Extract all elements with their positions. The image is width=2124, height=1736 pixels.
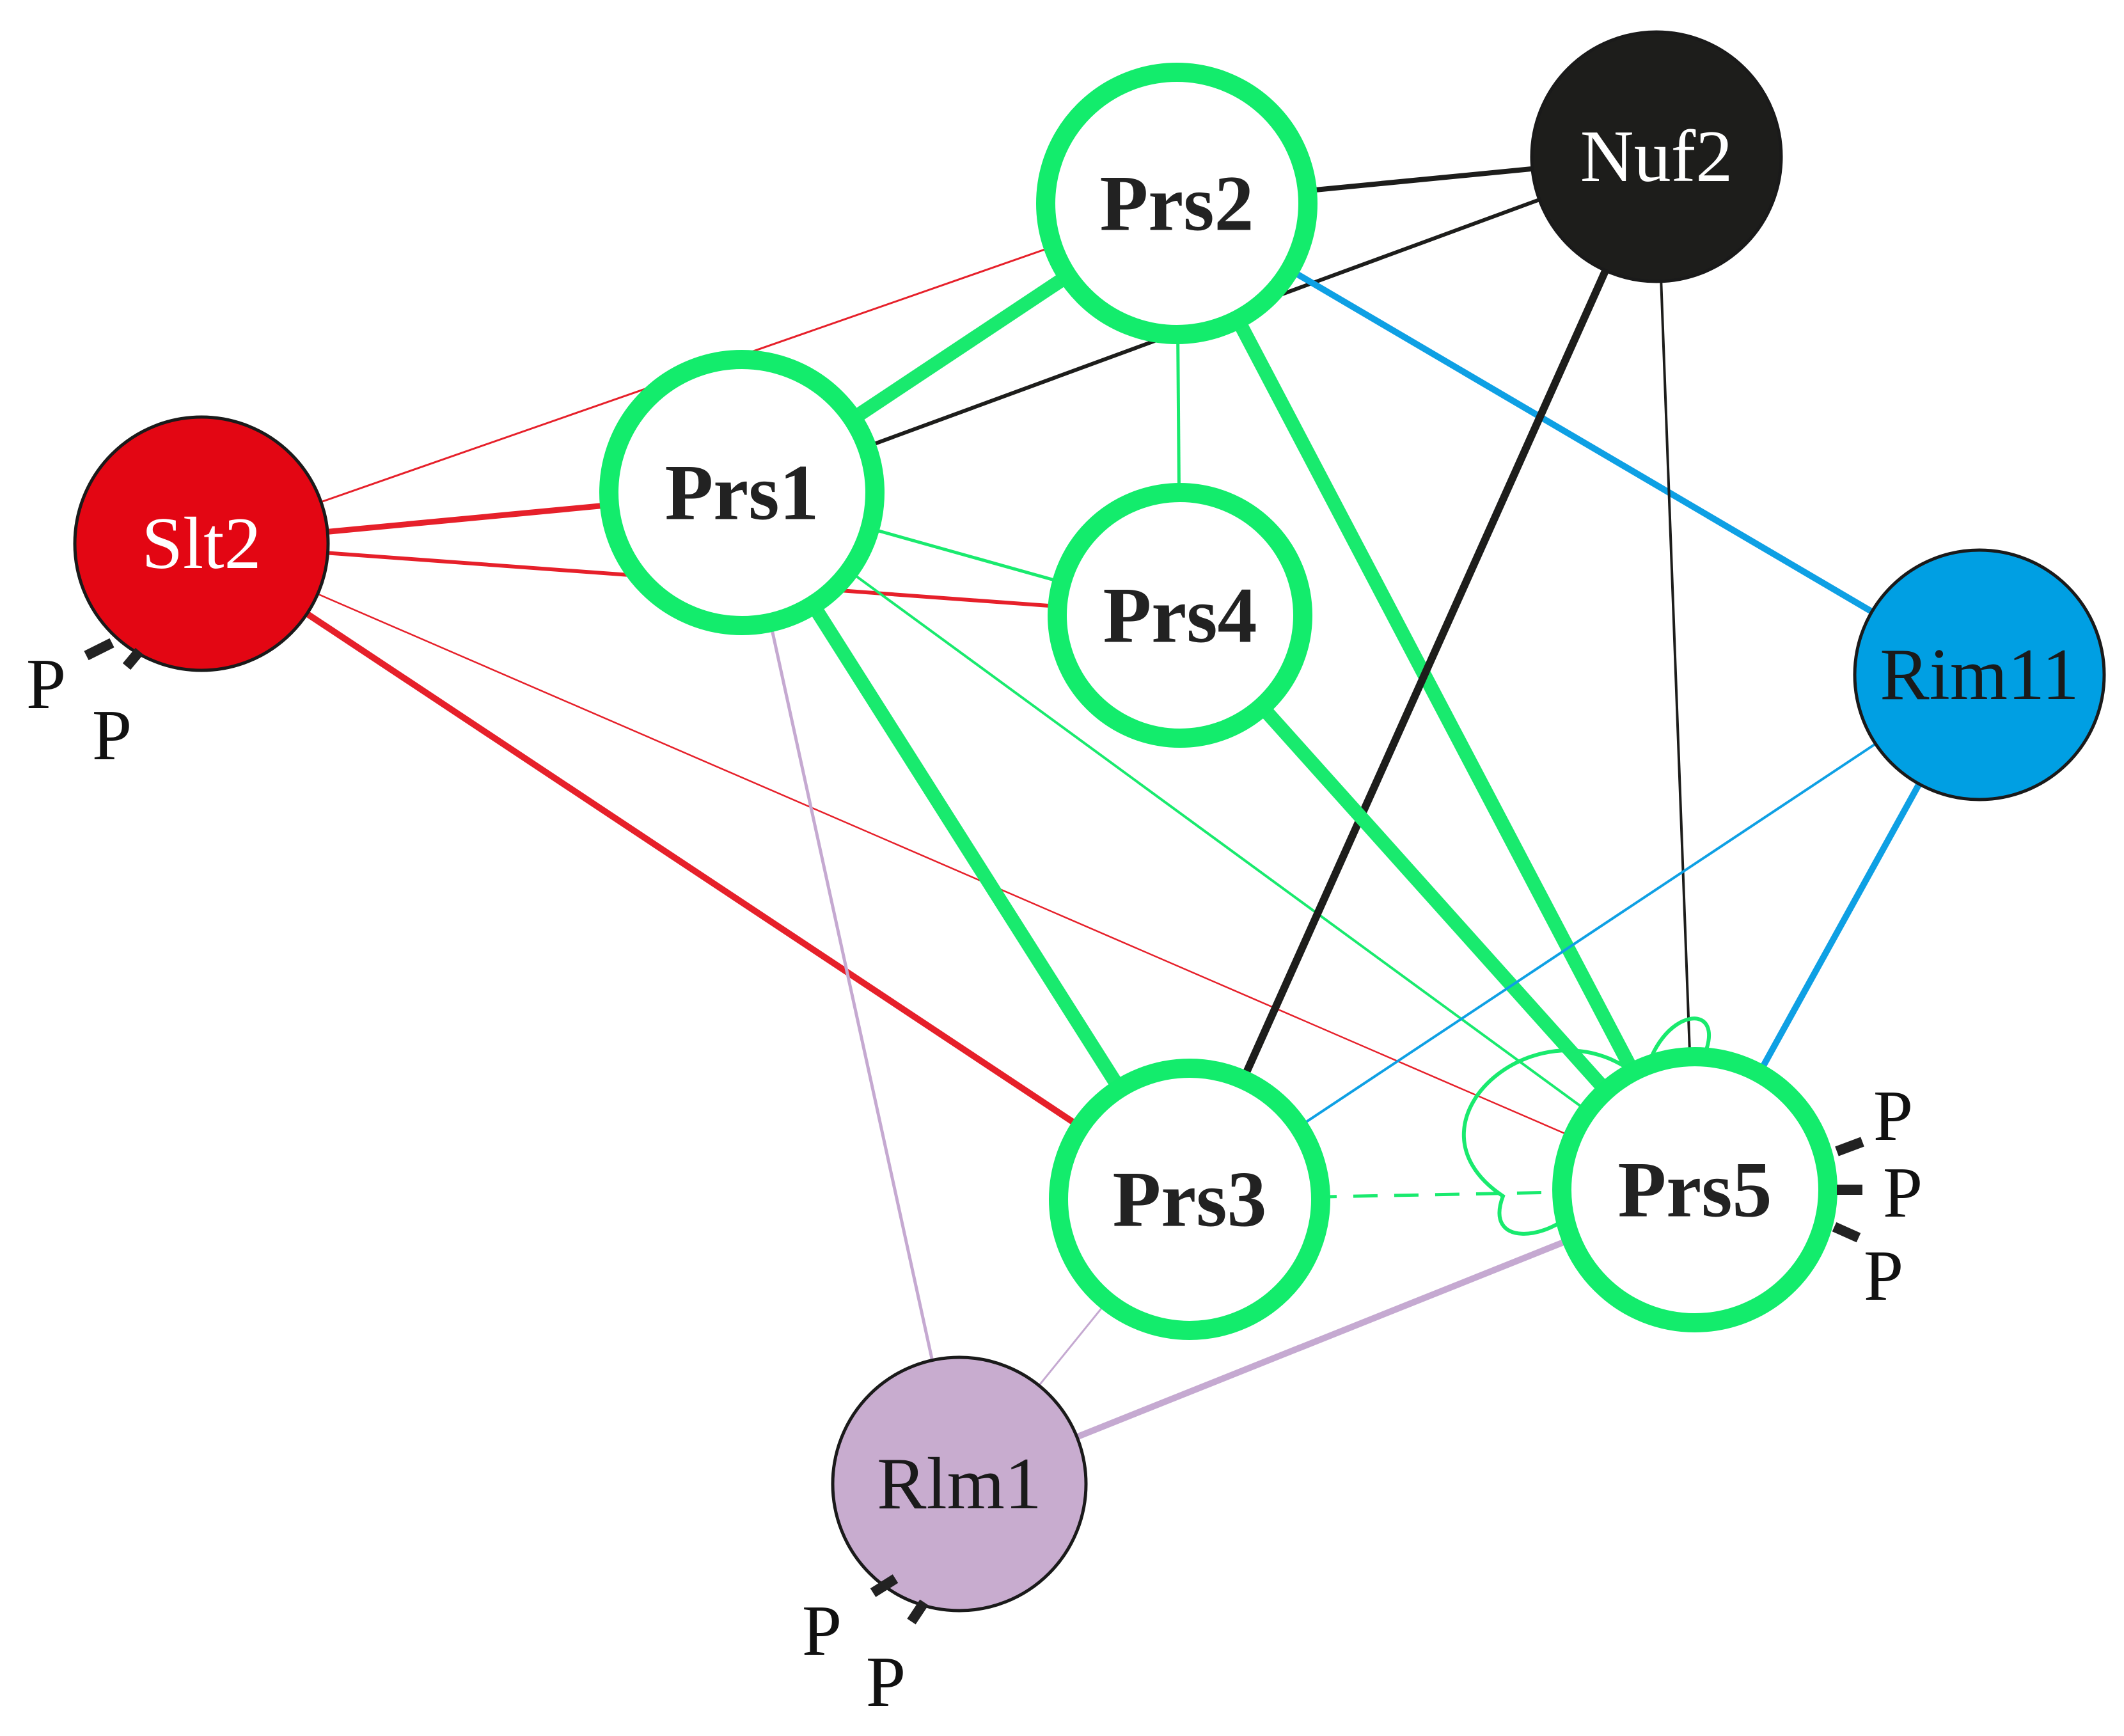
phospho-label: P [1883,1153,1923,1233]
phospho-rlm1-2: P [866,1599,929,1722]
node-rim11: Rim11 [1853,548,2106,801]
node-prs4: Prs4 [1048,483,1312,748]
edge-nuf2-prs3 [1186,155,1660,1201]
edge-rim11-prs3 [1188,674,1981,1201]
phospho-tick [1835,1137,1864,1156]
node-rlm1-circle [831,1355,1088,1613]
node-prs2-circle [1036,63,1318,344]
node-prs5-circle [1552,1047,1837,1332]
phospho-label: P [1864,1236,1903,1316]
node-prs3: Prs3 [1049,1059,1330,1340]
node-rlm1: Rlm1 [831,1355,1088,1613]
edge-prs5-prs5 [1461,1048,1652,1236]
phospho-rlm1-1: P [802,1574,899,1671]
phospho-slt2-1: P [26,638,114,724]
phospho-tick [122,647,144,670]
phospho-label: P [866,1643,906,1722]
node-prs4-label: Prs4 [1103,572,1257,659]
phospho-prs5-1: P [1835,1077,1913,1156]
phospho-slt2-2: P [92,647,144,775]
node-rim11-circle [1853,548,2106,801]
node-prs1-circle [599,350,885,635]
node-prs5: Prs5 [1552,1047,1837,1332]
phospho-label: P [92,696,132,775]
edge-prs2-rim11 [1175,200,1981,678]
phospho-prs5-3: P [1832,1222,1903,1316]
node-prs2: Prs2 [1036,63,1318,344]
phospho-tick [84,638,114,661]
node-rlm1-label: Rlm1 [877,1443,1042,1525]
edge-nuf2-prs5 [1655,156,1696,1190]
node-prs2-label: Prs2 [1099,160,1254,248]
edge-prs1-prs5 [741,491,1696,1191]
edge-prs1-rlm1 [740,492,961,1485]
edge-prs2-prs5 [1170,200,1701,1194]
node-slt2-circle [73,415,330,672]
node-rim11-label: Rim11 [1880,634,2079,716]
node-prs1: Prs1 [599,350,885,635]
node-prs3-circle [1049,1059,1330,1340]
phospho-label: P [1873,1077,1913,1156]
phospho-tick [870,1574,899,1597]
phospho-tick [907,1599,929,1625]
phospho-tick [1832,1222,1861,1243]
phospho-label: P [26,645,66,724]
node-slt2: Slt2 [73,415,330,672]
edge-slt2-prs3 [200,541,1192,1203]
node-prs1-label: Prs1 [665,449,819,537]
node-nuf2-label: Nuf2 [1580,116,1733,198]
edge-slt2-prs5 [201,542,1695,1191]
phospho-prs5-2: P [1837,1153,1923,1233]
node-nuf2-circle [1530,30,1783,283]
node-prs3-label: Prs3 [1112,1156,1266,1243]
phospho-label: P [802,1591,842,1671]
node-prs4-circle [1048,483,1312,748]
node-nuf2: Nuf2 [1530,30,1783,283]
node-prs5-label: Prs5 [1617,1146,1772,1234]
node-slt2-label: Slt2 [142,503,262,585]
